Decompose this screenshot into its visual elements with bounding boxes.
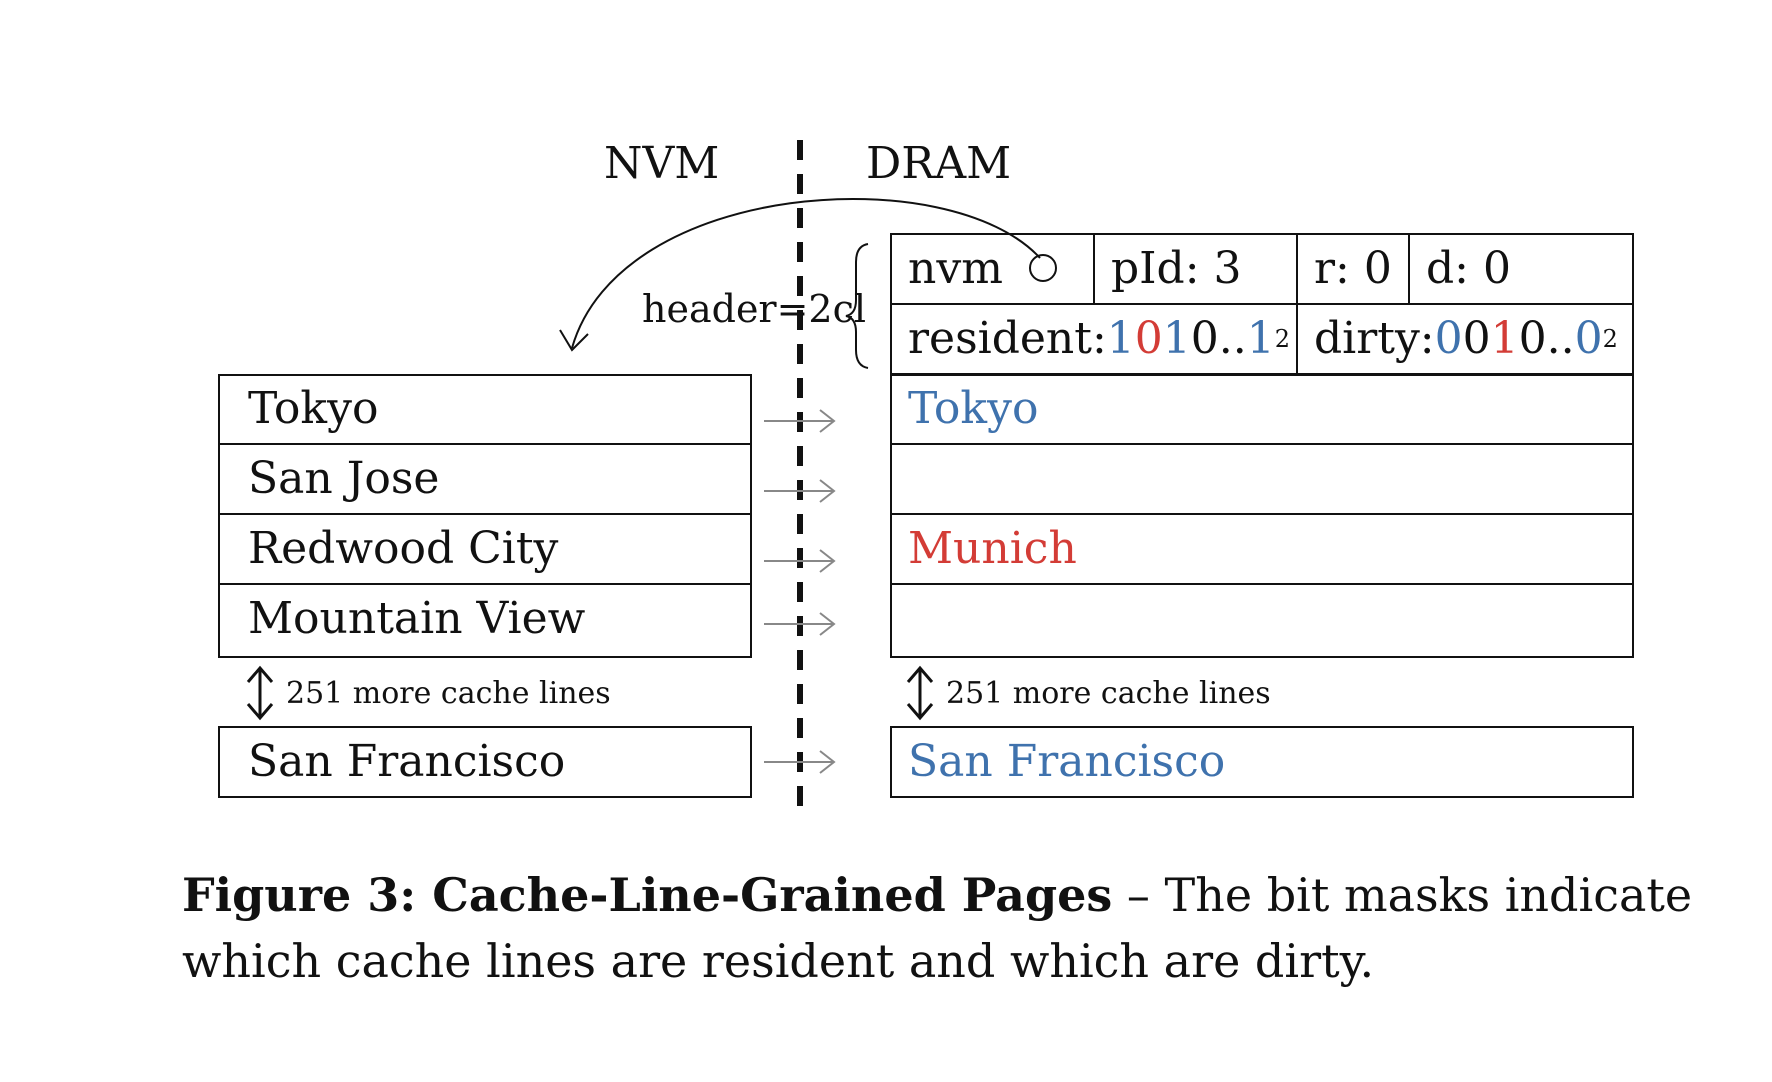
resident-mask-label: resident: [908, 313, 1107, 364]
dram-cache-line-last: San Francisco [908, 736, 1226, 787]
dram-cache-line-dirty: Munich [908, 523, 1077, 574]
dram-cache-line-empty [890, 584, 1634, 654]
caption-text: – The bit masks indicate which cache lin… [182, 868, 1693, 988]
header-size-note: header=2cl [642, 287, 867, 331]
header-nvm-pointer: nvm [890, 233, 1090, 305]
dirty-mask-label: dirty: [1314, 313, 1435, 364]
header-d-field: d: 0 [1408, 233, 1634, 305]
resident-bit: 1 [1246, 313, 1275, 364]
dirty-bit: 0 [1574, 313, 1603, 364]
line-divider [890, 583, 1634, 585]
resident-base-subscript: 2 [1274, 325, 1291, 353]
nvm-page [218, 374, 752, 658]
dirty-ellipsis: .. [1546, 313, 1575, 364]
nvm-cache-line-last: San Francisco [248, 736, 566, 787]
dram-last-line-box [890, 726, 1634, 798]
right-arrow-icon [764, 612, 836, 636]
resident-bit: 1 [1162, 313, 1191, 364]
brace-icon [845, 243, 869, 369]
r-field-label: r: 0 [1314, 243, 1392, 294]
header-col-divider [1093, 233, 1095, 305]
dram-cache-line-empty [890, 444, 1634, 514]
header-col-divider [1408, 233, 1410, 305]
dirty-bit: 1 [1490, 313, 1519, 364]
line-divider [890, 443, 1634, 445]
right-arrow-icon [764, 750, 836, 774]
nvm-last-line-box [218, 726, 752, 798]
line-divider [890, 513, 1634, 515]
right-arrow-icon [764, 549, 836, 573]
d-field-label: d: 0 [1426, 243, 1511, 294]
pointer-circle-icon [1029, 254, 1057, 282]
resident-bit: 0 [1190, 313, 1219, 364]
line-divider [218, 513, 752, 515]
nvm-pointer-label: nvm [908, 243, 1003, 294]
updown-arrow-icon [906, 665, 934, 721]
curved-arrow-icon [571, 197, 1041, 349]
dirty-bit: 0 [1518, 313, 1547, 364]
dram-more-lines-label: 251 more cache lines [946, 676, 1271, 711]
dirty-bit: 0 [1462, 313, 1491, 364]
resident-bit: 1 [1106, 313, 1135, 364]
dram-page [890, 374, 1634, 658]
right-arrow-icon [764, 409, 836, 433]
nvm-region-label: NVM [604, 138, 720, 189]
header-page-id: pId: 3 [1093, 233, 1296, 305]
resident-bit: 0 [1134, 313, 1163, 364]
line-divider [218, 583, 752, 585]
nvm-cache-line: Redwood City [248, 523, 559, 574]
resident-ellipsis: .. [1218, 313, 1247, 364]
caption-title: Figure 3: Cache-Line-Grained Pages [182, 868, 1113, 922]
page-id-label: pId: 3 [1111, 243, 1242, 294]
header-r-field: r: 0 [1296, 233, 1408, 305]
header-row-divider [890, 303, 1634, 305]
dirty-base-subscript: 2 [1602, 325, 1618, 353]
dram-cache-line-resident: Tokyo [908, 383, 1039, 434]
curved-arrow-head [559, 329, 589, 352]
dirty-bit: 0 [1434, 313, 1463, 364]
nvm-cache-line: Tokyo [248, 383, 379, 434]
nvm-cache-line: Mountain View [248, 593, 586, 644]
right-arrow-icon [764, 479, 836, 503]
dram-region-label: DRAM [866, 138, 1012, 189]
updown-arrow-icon [246, 665, 274, 721]
nvm-more-lines-label: 251 more cache lines [286, 676, 611, 711]
figure-caption: Figure 3: Cache-Line-Grained Pages – The… [182, 862, 1702, 994]
nvm-cache-line: San Jose [248, 453, 440, 504]
header-col-divider [1296, 233, 1298, 375]
line-divider [218, 443, 752, 445]
